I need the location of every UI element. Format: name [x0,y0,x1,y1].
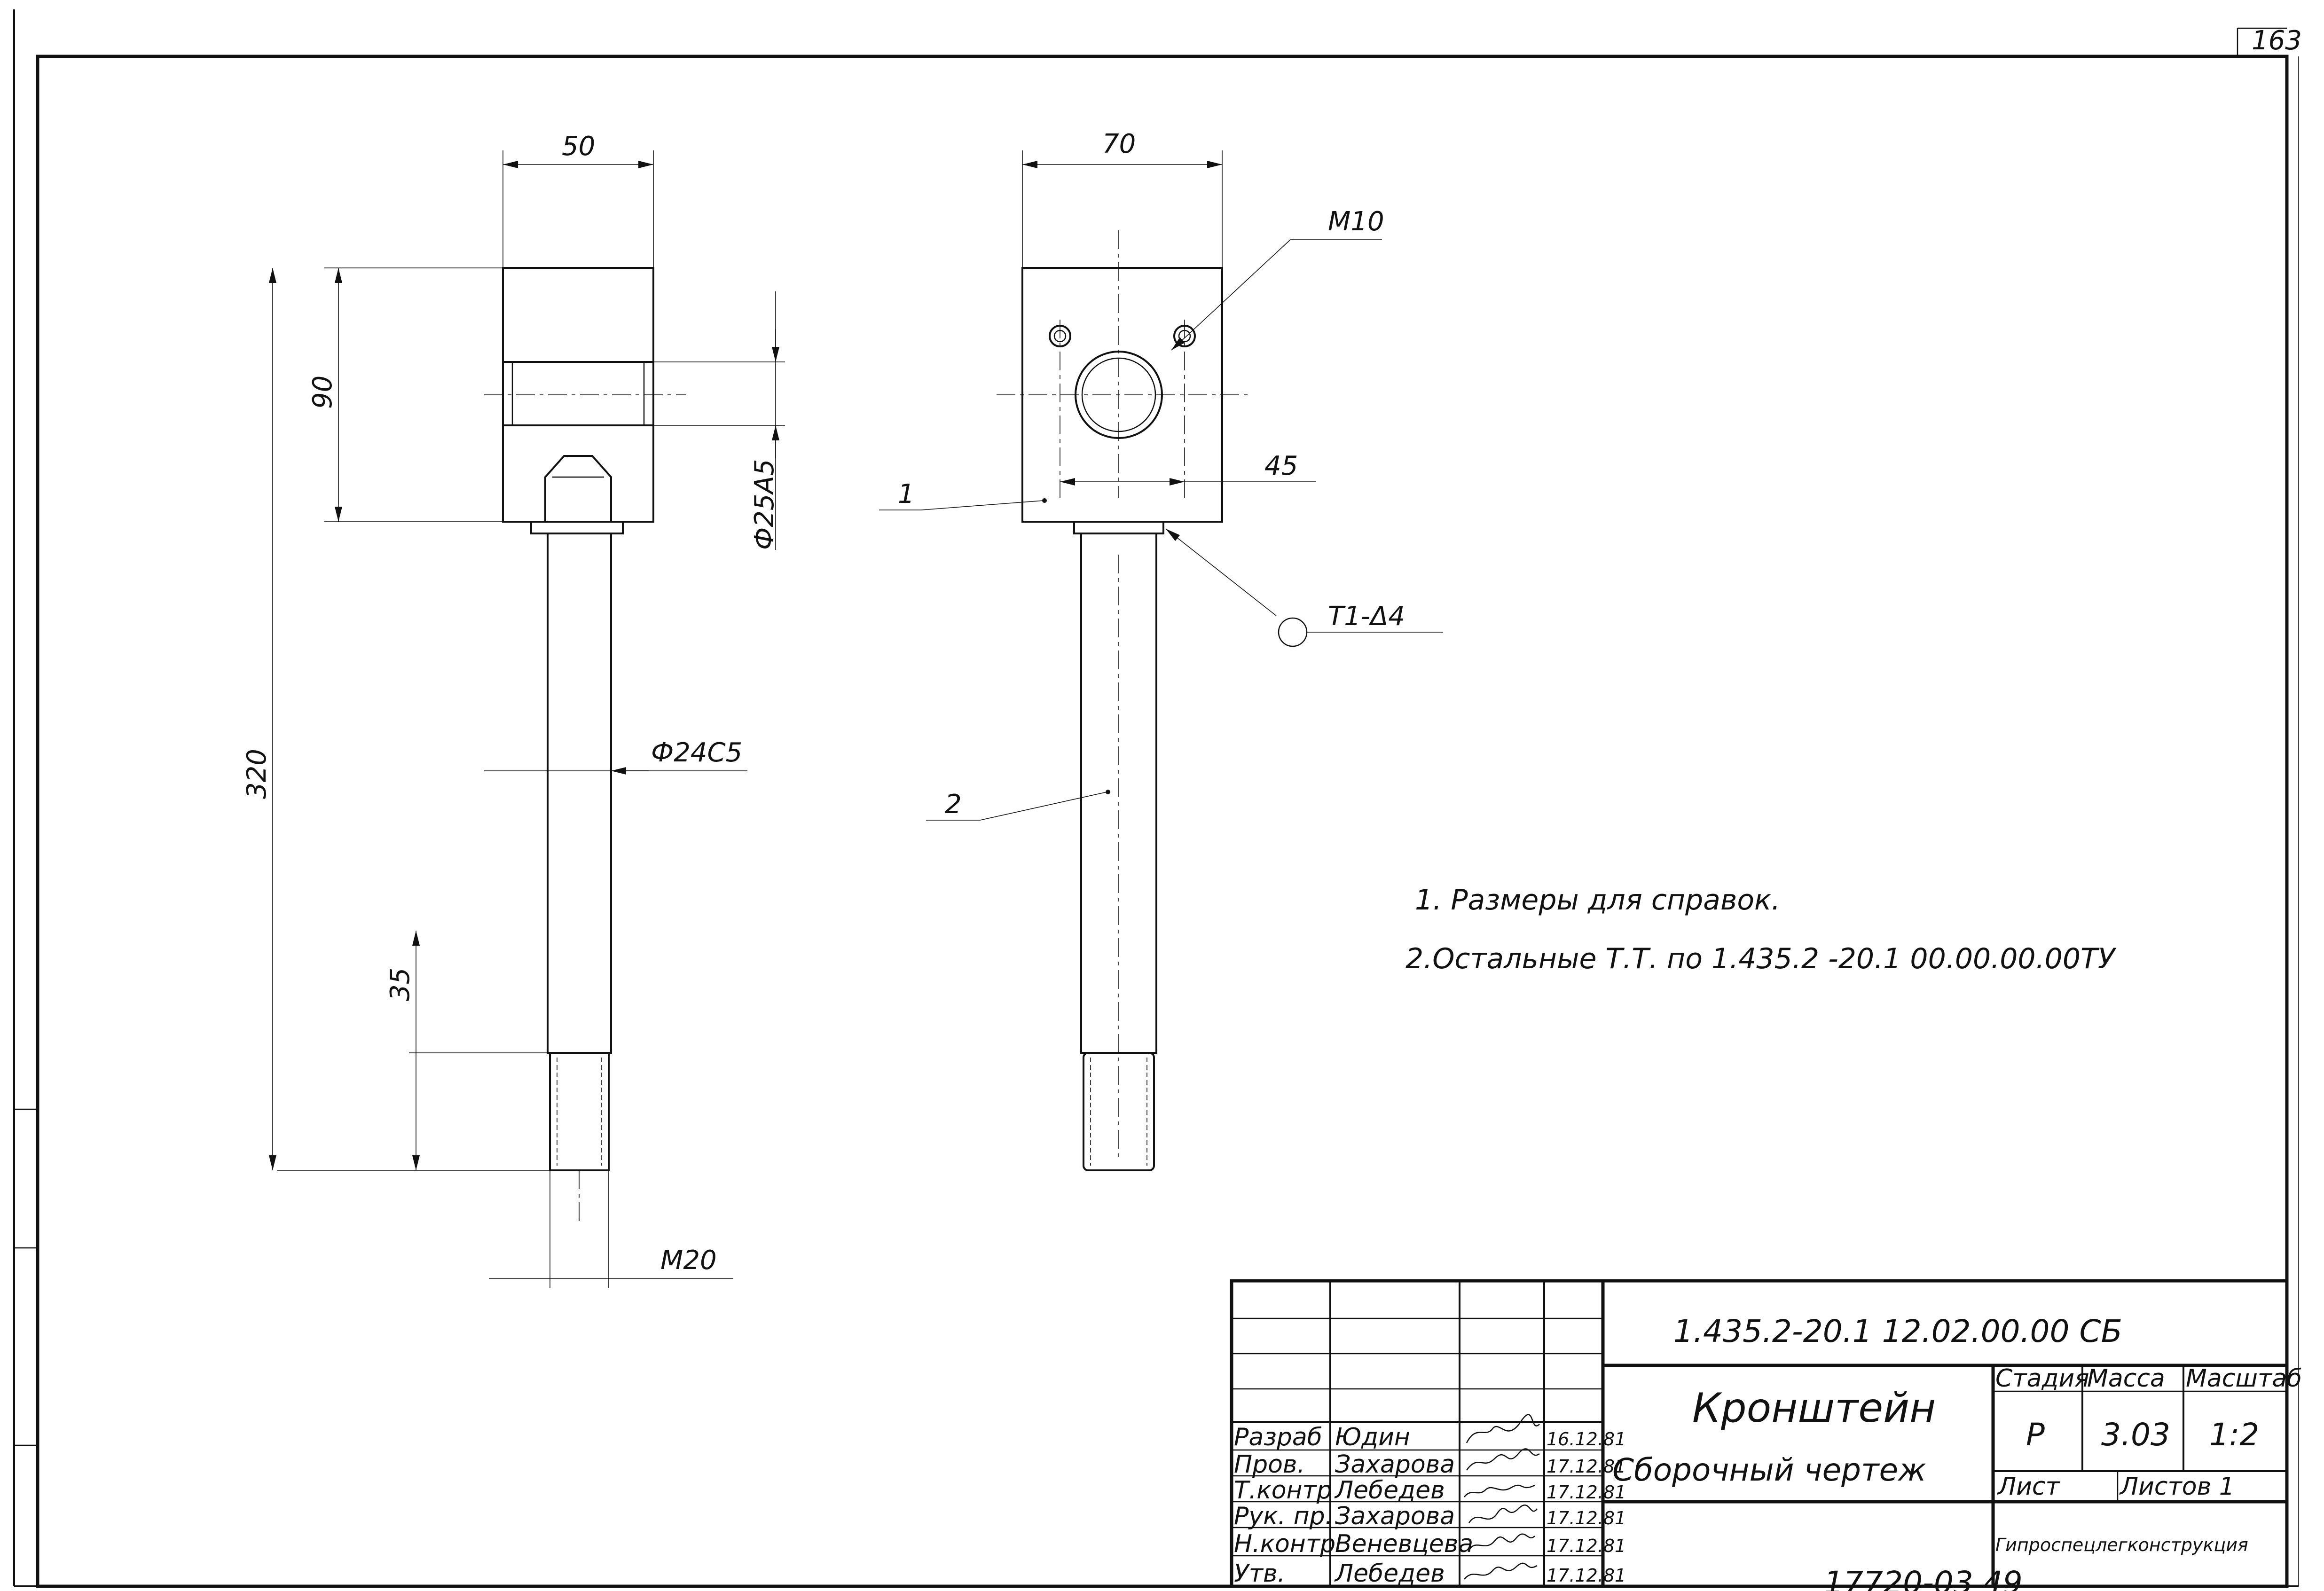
left-view-section [484,267,686,1222]
title-designation: 1.435.2-20.1 12.02.00.00 СБ [1673,1313,2122,1349]
archive-number: 17720-03 49 [1824,1565,2023,1591]
right-dimensions [879,150,1443,821]
value-scale: 1:2 [2209,1417,2259,1453]
header-scale: Масштаб [2186,1364,2302,1393]
sig-role: Т.контр [1234,1476,1332,1505]
dim-hole-thread-m10: М10 [1328,206,1384,237]
sig-name: Веневцева [1335,1530,1473,1558]
sig-date: 17.12.81 [1547,1508,1626,1528]
sig-name: Захарова [1335,1450,1455,1479]
sig-role: Разраб [1234,1423,1322,1451]
dim-thread-35: 35 [385,968,416,1001]
note-2: 2.Остальные Т.Т. по 1.435.2 -20.1 00.00.… [1405,942,2117,975]
label-sheet: Лист [1997,1473,2060,1501]
header-stage: Стадия [1995,1364,2089,1393]
left-dimensions [269,150,785,1288]
signature-scribble [1468,1533,1535,1551]
signature-scribble [1468,1505,1538,1523]
note-1: 1. Размеры для справок. [1415,884,1780,917]
sig-role: Утв. [1234,1560,1285,1588]
sig-role: Рук. пр. [1234,1502,1333,1530]
signature-table: Разраб Юдин 16.12.81 Пров. Захарова 17.1… [1234,1414,1626,1588]
sig-role: Пров. [1234,1450,1305,1479]
sig-date: 17.12.81 [1547,1456,1626,1477]
dim-rod-diameter: Ф24С5 [651,737,742,768]
callout-part-2: 2 [945,789,962,820]
right-view [997,230,1250,1171]
sig-name: Лебедев [1334,1560,1445,1588]
sig-date: 17.12.81 [1547,1536,1626,1556]
dim-bore-diameter: Ф25А5 [749,459,780,550]
value-stage: Р [2026,1417,2045,1453]
value-mass: 3.03 [2101,1417,2170,1453]
label-sheets: Листов 1 [2119,1473,2235,1501]
callout-part-1: 1 [898,479,915,509]
signature-scribble [1466,1414,1540,1443]
sheet-number: 163 [2252,25,2302,56]
sig-date: 16.12.81 [1547,1429,1626,1450]
title-name: Кронштейн [1692,1385,1936,1432]
sig-date: 17.12.81 [1547,1565,1626,1586]
signature-scribble [1466,1448,1540,1471]
sig-date: 17.12.81 [1547,1482,1626,1503]
dim-height-90: 90 [307,376,338,409]
sig-name: Юдин [1335,1423,1410,1451]
callout-weld: Т1-Δ4 [1328,601,1405,632]
header-mass: Масса [2087,1364,2165,1393]
sig-role: Н.контр [1234,1530,1335,1558]
dim-thread-m20: М20 [660,1245,717,1276]
dim-length-320: 320 [242,749,272,799]
dim-width-50: 50 [562,131,595,162]
signature-scribble [1464,1484,1535,1497]
organization: Гипроспецлегконструкция [1995,1535,2248,1555]
dim-hole-spacing-45: 45 [1264,451,1298,481]
dim-width-70: 70 [1102,129,1136,159]
signature-scribble [1464,1562,1538,1580]
title-doc-type: Сборочный чертеж [1612,1452,1926,1488]
sig-name: Захарова [1335,1502,1455,1530]
sig-name: Лебедев [1334,1476,1445,1505]
